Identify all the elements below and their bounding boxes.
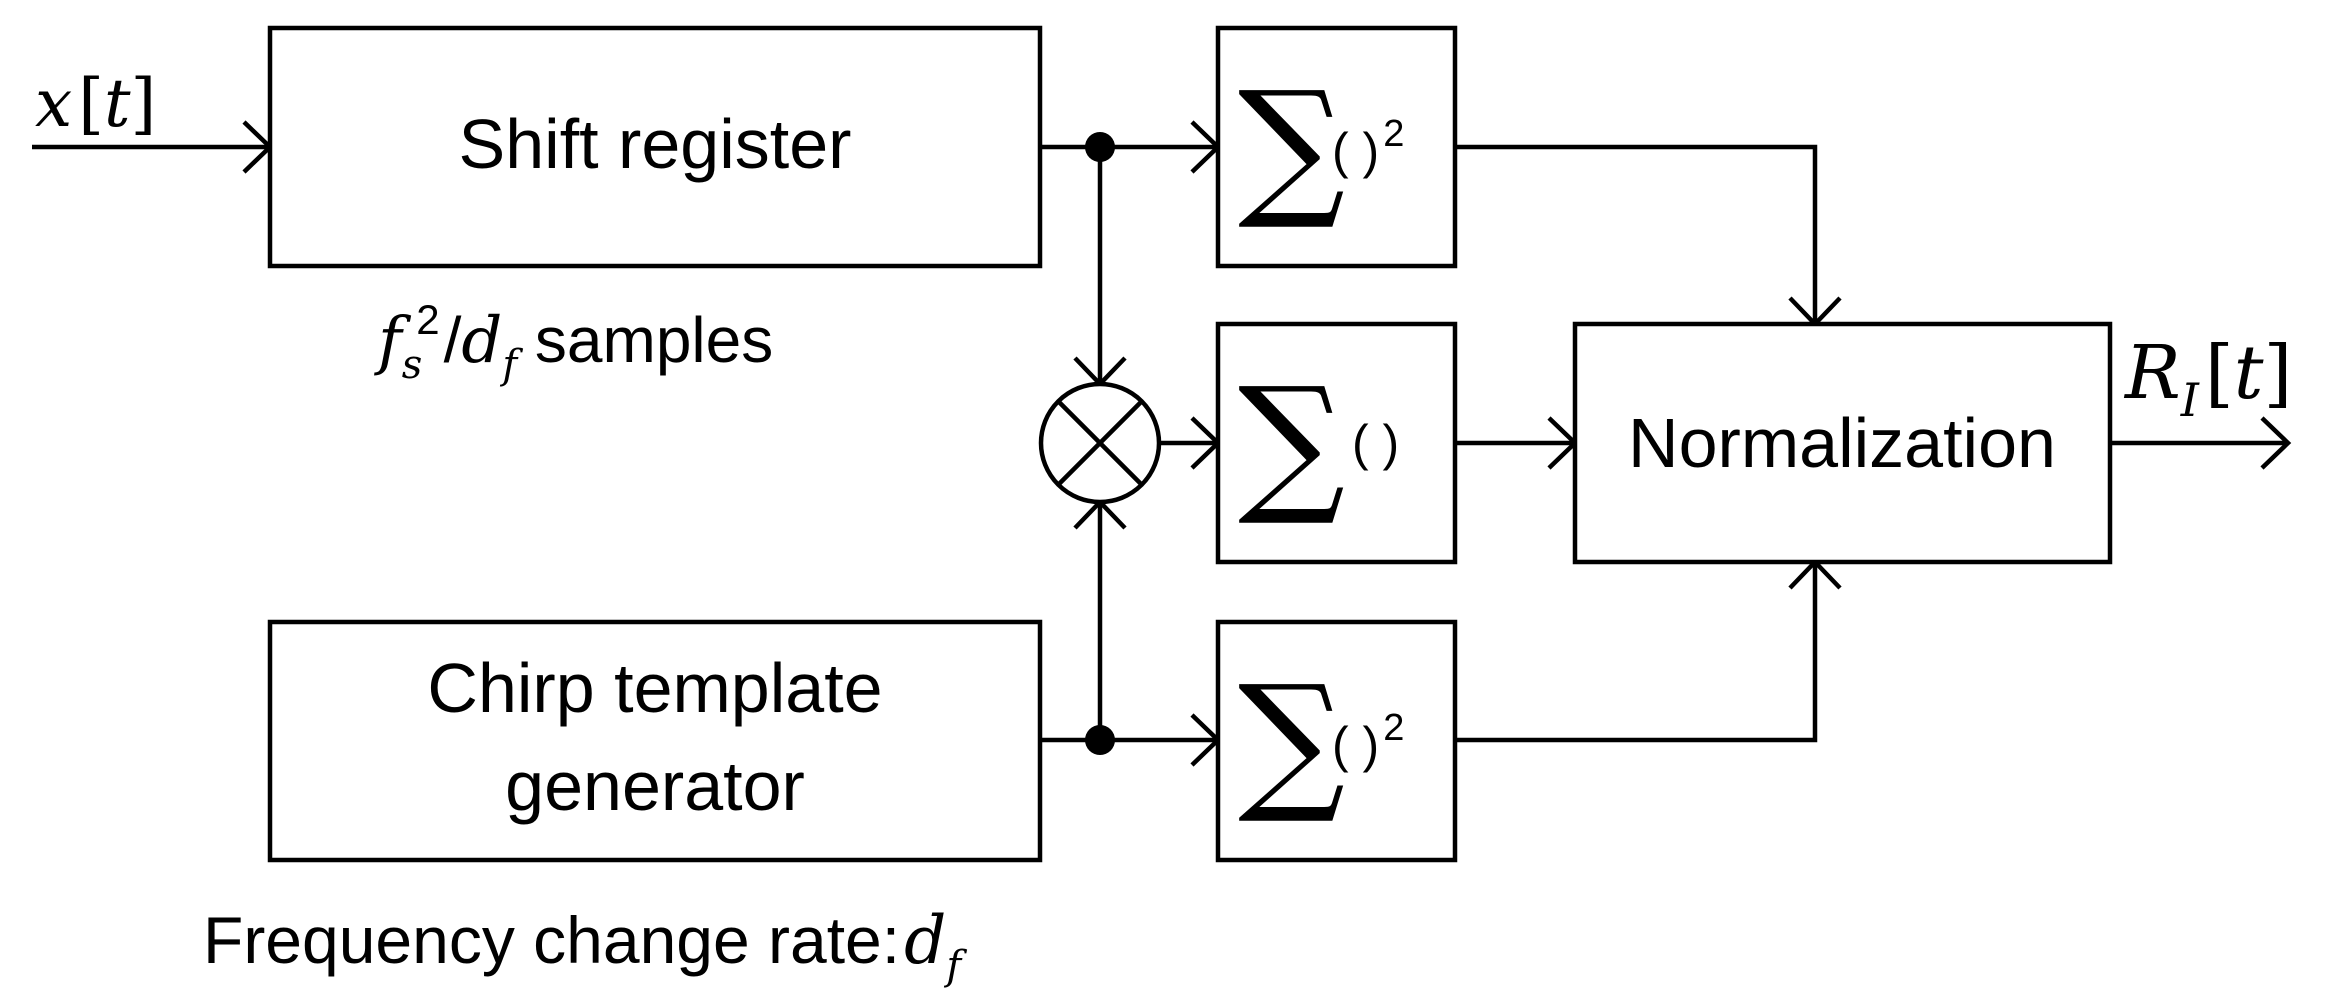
- sum-middle-expression: ( ): [1352, 415, 1399, 471]
- sum-block-middle-box: [1215, 321, 1458, 565]
- shift-register-wires: [1040, 120, 1222, 388]
- sum-middle-sigma-icon: ∑: [1238, 356, 1345, 530]
- sum-bottom-sigma-icon: ∑: [1238, 654, 1345, 828]
- normalization-inputs: [1455, 144, 1842, 743]
- chirp-generator-label-line2: generator: [505, 747, 805, 825]
- chirp-generator-block: Chirp template generator: [267, 619, 1043, 863]
- sum-block-bottom: ∑ ( )2: [1215, 619, 1458, 863]
- wire-bottom-sum-to-normalization: [1455, 562, 1818, 743]
- shift-register-caption: fs2/df samples: [374, 296, 773, 388]
- wire-top-sum-to-normalization: [1455, 144, 1818, 324]
- normalization-block: Normalization: [1572, 321, 2113, 565]
- normalization-label: Normalization: [1628, 404, 2056, 482]
- sum-top-sigma-icon: ∑: [1238, 60, 1345, 234]
- output-signal: RI[t]: [2110, 330, 2292, 470]
- chirp-generator-label-line1: Chirp template: [427, 649, 882, 727]
- shift-register-block: Shift register: [267, 25, 1043, 269]
- sum-block-top: ∑ ( )2: [1215, 25, 1458, 269]
- shift-register-label: Shift register: [459, 105, 852, 183]
- sum-block-middle: ∑ ( ): [1215, 321, 1458, 565]
- chirp-generator-box: [267, 619, 1043, 863]
- chirp-generator-wires: [1040, 498, 1222, 767]
- input-signal: x[t]: [32, 65, 274, 174]
- sum-bottom-expression: ( )2: [1332, 707, 1404, 773]
- normalization-box: [1572, 321, 2113, 565]
- output-label: RI[t]: [2123, 330, 2292, 427]
- multiplier-cross-b: [1056, 399, 1144, 487]
- multiply-circle-icon: [1038, 381, 1162, 505]
- output-arrowhead: [2260, 416, 2292, 470]
- chirp-generator-caption: Frequency change rate:df: [203, 902, 967, 989]
- input-label: x[t]: [35, 65, 156, 142]
- sum-top-expression: ( )2: [1332, 113, 1404, 179]
- shift-register-box: [267, 25, 1043, 269]
